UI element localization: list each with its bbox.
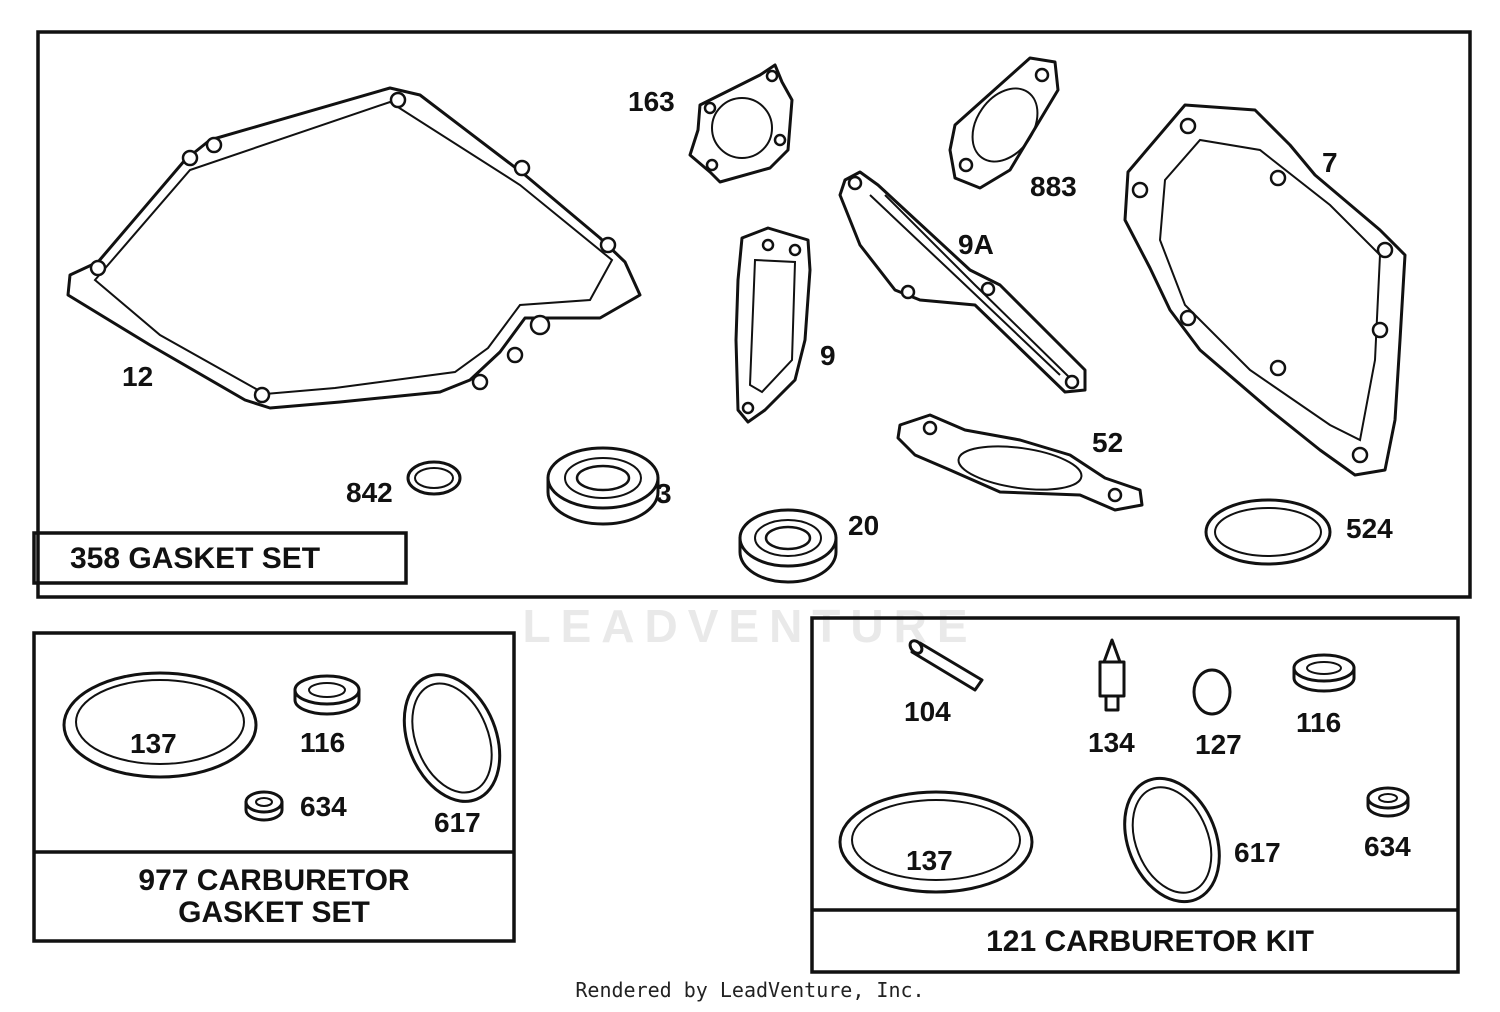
part-3-oil-seal[interactable] bbox=[546, 446, 660, 526]
label-7: 7 bbox=[1322, 147, 1338, 178]
part-524-o-ring[interactable] bbox=[1204, 498, 1332, 566]
carb-kit-panel: 121 CARBURETOR KIT bbox=[810, 616, 1460, 974]
part-127-disc[interactable] bbox=[1192, 668, 1232, 716]
carb-gasket-set-panel: 977 CARBURETOR GASKET SET bbox=[32, 631, 516, 943]
part-7-head-gasket[interactable] bbox=[1123, 103, 1407, 477]
label-carb-617: 617 bbox=[434, 807, 481, 838]
label-kit-104: 104 bbox=[904, 696, 951, 727]
label-9a: 9A bbox=[958, 229, 994, 260]
part-12-crankcase-gasket[interactable] bbox=[66, 86, 642, 410]
label-163: 163 bbox=[628, 86, 675, 117]
kit-title-carb-kit: 121 CARBURETOR KIT bbox=[986, 925, 1314, 958]
label-52: 52 bbox=[1092, 427, 1123, 458]
kit-title-carb-gasket-set-line2: GASKET SET bbox=[178, 896, 370, 929]
part-116-washer[interactable] bbox=[293, 674, 361, 716]
part-9a-gasket[interactable] bbox=[838, 170, 1087, 394]
label-3: 3 bbox=[656, 478, 672, 509]
label-12: 12 bbox=[122, 361, 153, 392]
part-137-gasket[interactable] bbox=[62, 671, 258, 779]
part-9-gasket[interactable] bbox=[734, 226, 812, 424]
label-842: 842 bbox=[346, 477, 393, 508]
part-842-o-ring[interactable] bbox=[406, 460, 462, 496]
kit-title-gasket-set: 358 GASKET SET bbox=[70, 542, 320, 575]
gasket-set-panel: 358 GASKET SET bbox=[32, 30, 1472, 599]
label-kit-134: 134 bbox=[1088, 727, 1135, 758]
part-634-washer[interactable] bbox=[244, 790, 284, 822]
part-116-washer-kit[interactable] bbox=[1292, 653, 1356, 693]
label-kit-127: 127 bbox=[1195, 729, 1242, 760]
part-20-oil-seal[interactable] bbox=[738, 508, 838, 584]
label-9: 9 bbox=[820, 340, 836, 371]
label-carb-116: 116 bbox=[300, 727, 345, 758]
part-883-gasket[interactable] bbox=[948, 56, 1060, 190]
part-617-o-ring-kit[interactable] bbox=[1107, 764, 1237, 916]
label-kit-137: 137 bbox=[906, 845, 953, 876]
label-20: 20 bbox=[848, 510, 879, 541]
label-carb-634: 634 bbox=[300, 791, 347, 822]
label-carb-137: 137 bbox=[130, 728, 177, 759]
label-kit-634: 634 bbox=[1364, 831, 1411, 862]
kit-title-carb-gasket-set-line1: 977 CARBURETOR bbox=[138, 864, 410, 897]
part-52-gasket[interactable] bbox=[896, 413, 1144, 512]
footer-credit: Rendered by LeadVenture, Inc. bbox=[575, 978, 925, 1002]
label-524: 524 bbox=[1346, 513, 1393, 544]
label-kit-617: 617 bbox=[1234, 837, 1281, 868]
part-134-needle[interactable] bbox=[1098, 638, 1126, 712]
part-104-pin[interactable] bbox=[908, 638, 984, 692]
watermark: LEADVENTURE bbox=[522, 600, 977, 652]
part-617-o-ring[interactable] bbox=[386, 660, 517, 815]
label-883: 883 bbox=[1030, 171, 1077, 202]
label-kit-116: 116 bbox=[1296, 707, 1341, 738]
part-634-washer-kit[interactable] bbox=[1366, 786, 1410, 818]
part-163-gasket[interactable] bbox=[688, 63, 794, 184]
part-137-gasket-kit[interactable] bbox=[838, 790, 1034, 894]
